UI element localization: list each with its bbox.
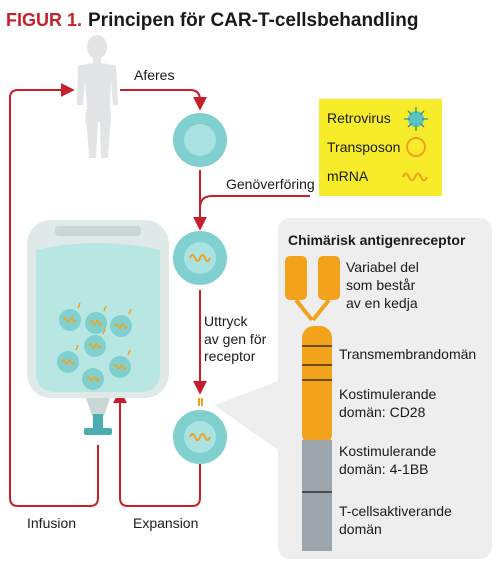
variable-label-line1: Variabel del bbox=[346, 259, 419, 275]
figure-title: Principen för CAR-T-cellsbehandling bbox=[88, 10, 418, 31]
bag-cell bbox=[84, 335, 106, 357]
apheresis-arrow bbox=[120, 89, 207, 111]
transposon-icon bbox=[406, 137, 426, 157]
expression-label-line3: receptor bbox=[204, 348, 256, 364]
bag-cell bbox=[57, 351, 79, 373]
transposon-label: Transposon bbox=[327, 139, 400, 155]
variable-label-line2: som består bbox=[346, 277, 416, 293]
bag-cell bbox=[110, 315, 132, 337]
variable-domain-left bbox=[285, 256, 307, 300]
costim-cd28-label-line2: domän: CD28 bbox=[339, 404, 426, 420]
activating-label-line2: domän bbox=[339, 521, 382, 537]
process-arrows bbox=[9, 83, 310, 507]
retrovirus-label: Retrovirus bbox=[327, 110, 391, 126]
gene-transfer-label: Genöverföring bbox=[226, 176, 315, 192]
figure-label: FIGUR 1. bbox=[6, 10, 82, 30]
costim-cd28-label-line1: Kostimulerande bbox=[339, 386, 436, 402]
variable-domain-right bbox=[318, 256, 340, 300]
callout-pointer bbox=[214, 380, 281, 452]
expansion-arrow bbox=[113, 389, 201, 507]
bag-cells bbox=[57, 302, 132, 390]
t-cell-harvested bbox=[173, 113, 227, 167]
variable-linker bbox=[294, 298, 331, 322]
variable-label-line3: av en kedja bbox=[346, 295, 418, 311]
activating-label-line1: T-cellsaktiverande bbox=[339, 503, 452, 519]
retrovirus-icon bbox=[404, 107, 428, 131]
mrna-icon bbox=[402, 172, 428, 182]
transmembrane-label: Transmembrandomän bbox=[339, 346, 476, 362]
t-cell-transduced bbox=[173, 231, 227, 285]
infusion-label: Infusion bbox=[27, 515, 76, 531]
mrna-label: mRNA bbox=[327, 168, 369, 184]
bag-cell bbox=[59, 309, 81, 331]
cd28-stalk bbox=[302, 326, 332, 446]
car-t-cell bbox=[173, 398, 227, 464]
expression-label-line2: av gen för bbox=[204, 331, 267, 347]
domain-dividers bbox=[302, 345, 332, 493]
costim-41bb-label-line2: domän: 4-1BB bbox=[339, 461, 429, 477]
bag-cell bbox=[82, 368, 104, 390]
bag-receptor-ticks bbox=[75, 302, 132, 356]
receptor-panel: Chimärisk antigenreceptor Variabel del s… bbox=[278, 218, 492, 559]
bag-cell bbox=[109, 356, 131, 378]
infusion-arrow bbox=[9, 83, 99, 507]
vector-feed-line bbox=[199, 195, 310, 209]
patient-silhouette bbox=[77, 35, 118, 158]
apheresis-label: Aferes bbox=[134, 67, 174, 83]
4-1bb-activating-stalk bbox=[302, 440, 332, 551]
expansion-label: Expansion bbox=[133, 515, 198, 531]
vector-box: Retrovirus Transposon mRNA bbox=[319, 99, 442, 196]
costim-41bb-label-line1: Kostimulerande bbox=[339, 443, 436, 459]
receptor-panel-title: Chimärisk antigenreceptor bbox=[288, 232, 466, 248]
bag-cell bbox=[85, 312, 107, 334]
expression-label-line1: Uttryck bbox=[204, 313, 249, 329]
